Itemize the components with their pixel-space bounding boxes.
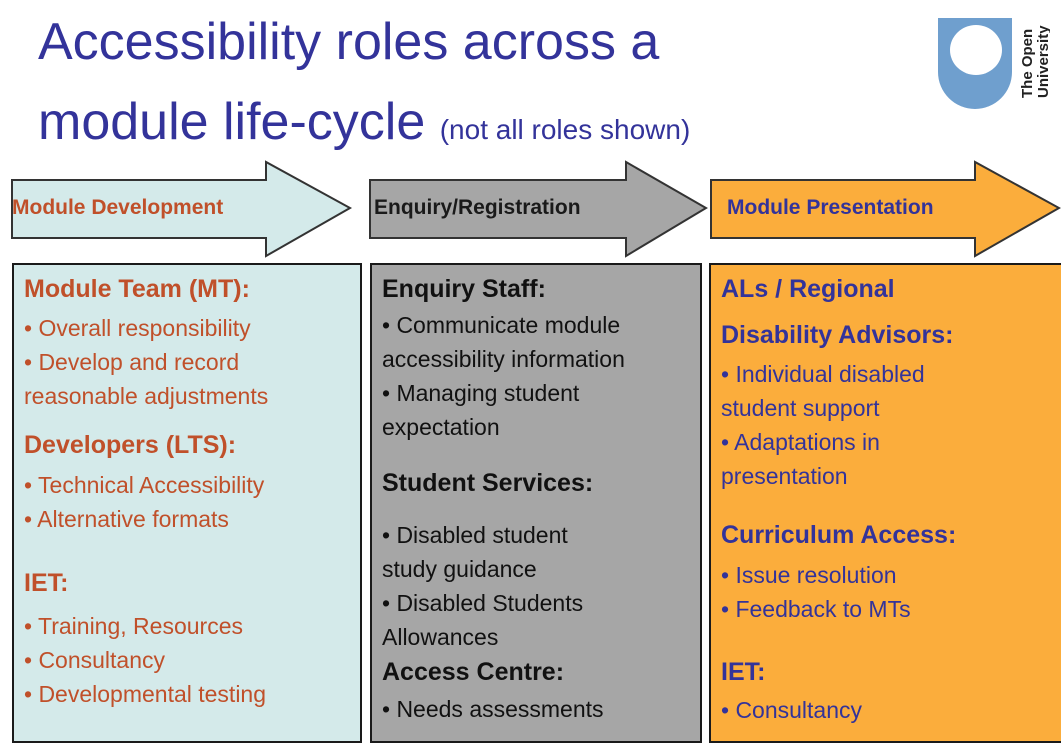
role-item: • Alternative formats (24, 506, 229, 532)
column-module-development: Module Team (MT): • Overall responsibili… (12, 263, 362, 743)
stage-label-module-development: Module Development (12, 196, 224, 219)
role-item: • Individual disabled (721, 361, 925, 387)
role-item: reasonable adjustments (24, 383, 269, 409)
role-item: accessibility information (382, 346, 625, 372)
role-heading: Curriculum Access: (721, 521, 957, 549)
stage-label-enquiry-registration: Enquiry/Registration (374, 196, 581, 219)
stage-arrow-module-presentation (710, 160, 1061, 258)
page-title-line-2: module life-cycle (not all roles shown) (38, 96, 690, 148)
role-heading: Student Services: (382, 469, 594, 497)
role-heading: Disability Advisors: (721, 321, 954, 349)
stage-arrows (11, 160, 1061, 258)
role-item: • Consultancy (24, 647, 166, 673)
role-item: student support (721, 395, 880, 421)
logo-text-1: The Open (1019, 29, 1036, 98)
role-item: • Training, Resources (24, 613, 243, 639)
role-item: study guidance (382, 556, 537, 582)
role-item: • Disabled Students (382, 590, 584, 616)
role-item: • Technical Accessibility (24, 472, 265, 498)
role-item: presentation (721, 463, 848, 489)
column-module-presentation: ALs / Regional Disability Advisors: • In… (709, 263, 1061, 743)
role-item: • Managing student (382, 380, 580, 406)
role-item: • Developmental testing (24, 681, 267, 707)
role-heading: Enquiry Staff: (382, 275, 546, 303)
role-heading: Access Centre: (382, 658, 565, 686)
role-heading: IET: (24, 569, 69, 597)
open-university-logo: The Open University (938, 18, 1050, 109)
role-heading: ALs / Regional (721, 275, 895, 303)
role-item: • Issue resolution (721, 562, 897, 588)
page-title-line-1: Accessibility roles across a (38, 13, 660, 71)
stage-arrow-module-development (11, 160, 353, 258)
role-item: expectation (382, 414, 500, 440)
role-heading: IET: (721, 658, 766, 686)
role-item: • Disabled student (382, 522, 568, 548)
stage-arrow-enquiry-registration (369, 160, 708, 258)
page-subtitle: (not all roles shown) (439, 114, 691, 145)
role-heading: Module Team (MT): (24, 275, 250, 303)
role-item: Allowances (382, 624, 499, 650)
role-item: • Develop and record (24, 349, 240, 375)
role-item: • Feedback to MTs (721, 596, 911, 622)
stage-label-module-presentation: Module Presentation (727, 196, 934, 219)
role-item: • Communicate module (382, 312, 621, 338)
role-item: • Needs assessments (382, 696, 604, 722)
page-title-main: module life-cycle (38, 93, 426, 151)
role-item: • Consultancy (721, 697, 863, 723)
role-item: • Overall responsibility (24, 315, 251, 341)
logo-text-2: University (1035, 25, 1050, 98)
column-enquiry-registration: Enquiry Staff: • Communicate module acce… (370, 263, 702, 743)
role-item: • Adaptations in (721, 429, 880, 455)
role-heading: Developers (LTS): (24, 431, 237, 459)
